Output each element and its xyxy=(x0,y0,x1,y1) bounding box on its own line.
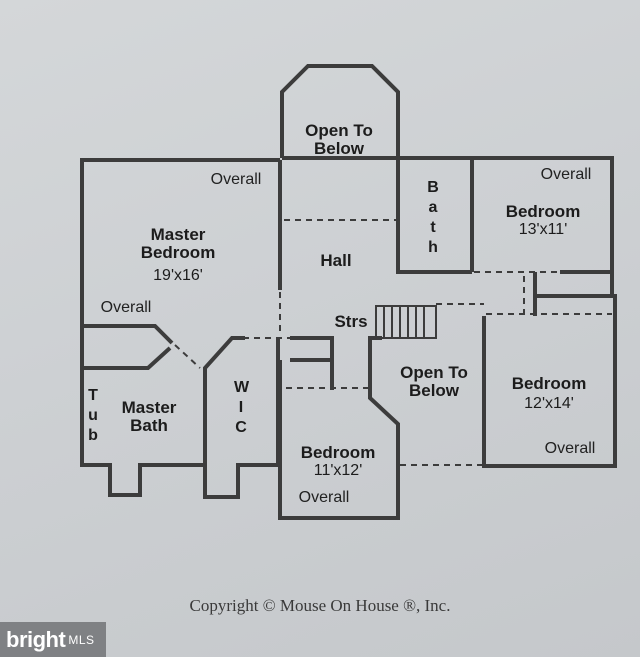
master-bath-label: Master Bath xyxy=(121,398,177,435)
wall-master-bedroom xyxy=(80,158,280,499)
master-bedroom-size: 19'x16' xyxy=(153,267,203,284)
bedroom-s-size: 11'x12' xyxy=(313,462,363,479)
bedroom-e-overall: Overall xyxy=(544,440,596,457)
wall-top-right xyxy=(398,156,614,296)
open-to-below-top-label: Open To Below xyxy=(305,121,373,158)
bedroom-s-name: Bedroom xyxy=(300,443,376,462)
bedroom-e-name: Bedroom xyxy=(511,374,587,393)
brand-name: bright xyxy=(6,626,66,652)
master-bedroom-overall-bottom: Overall xyxy=(100,299,152,316)
master-bedroom-name: Master Bedroom xyxy=(140,225,216,262)
copyright-text: Copyright © Mouse On House ®, Inc. xyxy=(189,596,451,615)
master-bedroom-overall-top: Overall xyxy=(210,171,262,188)
brand-suffix: MLS xyxy=(68,632,95,647)
dashed-openings xyxy=(96,219,612,466)
stairs-label: Strs xyxy=(334,312,368,331)
open-to-below-center-label: Open To Below xyxy=(400,363,468,400)
stairs xyxy=(375,305,437,339)
wall-bedroom-east xyxy=(482,272,617,468)
hall-label: Hall xyxy=(320,251,352,270)
bedroom-ne-name: Bedroom xyxy=(505,202,581,221)
wall-hall-inner xyxy=(278,156,398,290)
wall-hall-south xyxy=(290,336,334,390)
bedroom-ne-overall: Overall xyxy=(540,166,592,183)
bedroom-ne-size: 13'x11' xyxy=(518,221,568,238)
wall-bedroom-south xyxy=(278,336,400,520)
wall-master-bath xyxy=(82,324,174,370)
wall-open-tower xyxy=(280,64,400,158)
bright-mls-watermark: bright MLS xyxy=(0,622,106,657)
wall-bedroom-ne xyxy=(470,158,612,274)
wall-wic xyxy=(203,336,280,465)
bedroom-s-overall: Overall xyxy=(298,489,350,506)
bedroom-e-size: 12'x14' xyxy=(524,395,574,412)
